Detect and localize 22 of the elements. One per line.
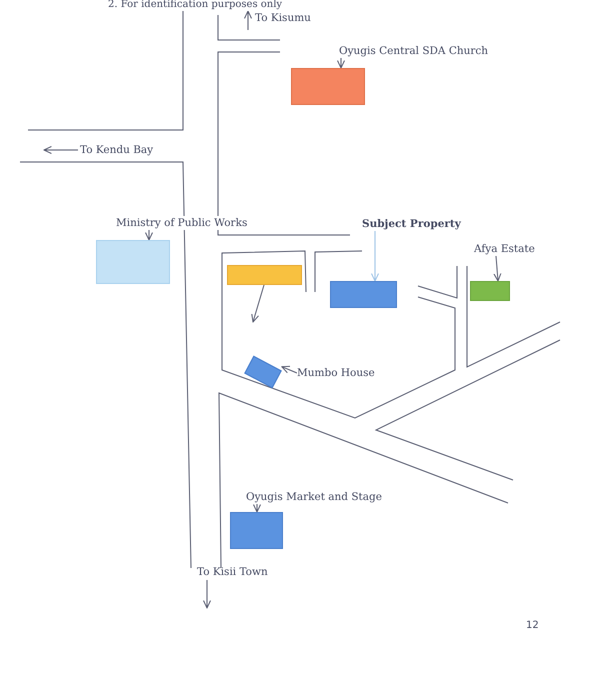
place-label: Afya Estate	[474, 242, 535, 256]
building-block	[230, 512, 283, 549]
leader-line	[371, 230, 379, 282]
building-block	[96, 240, 170, 284]
direction-label: To Kisumu	[255, 11, 311, 25]
page-number: 12	[526, 619, 539, 633]
building-block	[470, 281, 510, 301]
leader-line	[493, 256, 502, 282]
direction-label: To Kendu Bay	[80, 143, 154, 157]
leader-line	[253, 504, 261, 512]
leader-line	[251, 284, 264, 322]
place-label: Subject Property	[362, 217, 461, 231]
direction-label: To Kisii Town	[197, 565, 268, 579]
building-block	[227, 265, 302, 285]
leader-line	[281, 366, 298, 374]
leader-line	[145, 230, 153, 240]
leader-line	[337, 58, 345, 68]
building-block	[330, 281, 397, 308]
place-label: Oyugis Central SDA Church	[339, 44, 488, 58]
building-block	[291, 68, 365, 105]
place-label: Ministry of Public Works	[116, 216, 248, 230]
place-label: Oyugis Market and Stage	[246, 490, 382, 504]
